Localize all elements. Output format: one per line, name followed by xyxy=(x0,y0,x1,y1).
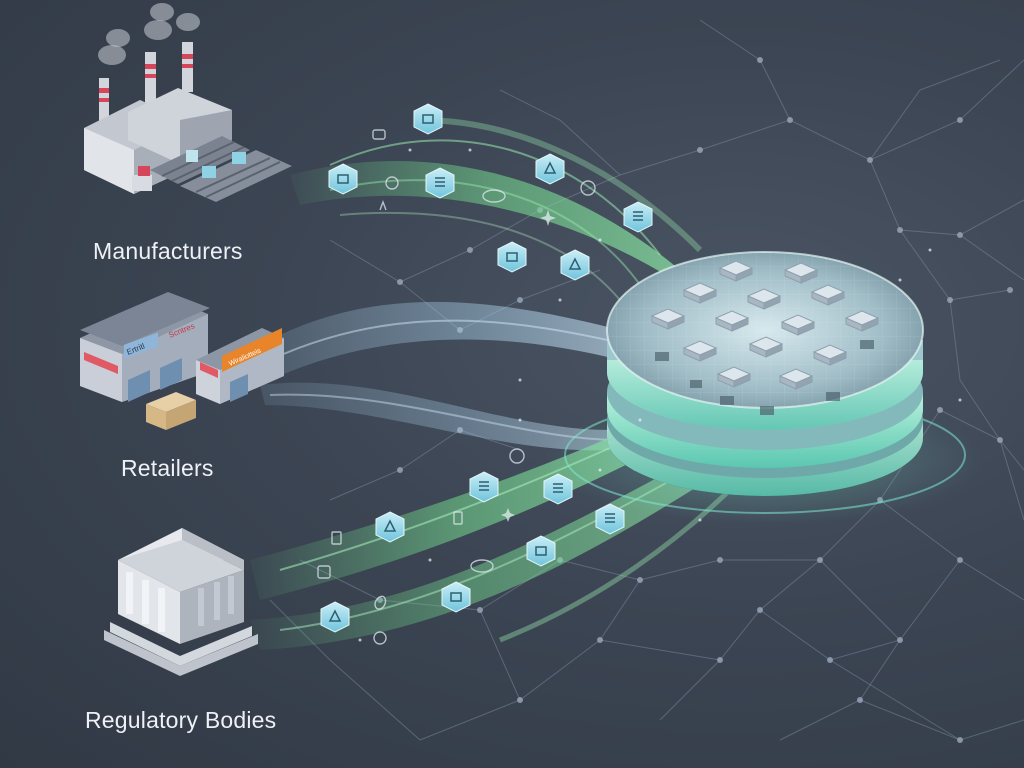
data-cube xyxy=(375,511,405,543)
data-cube xyxy=(526,535,556,567)
data-cube xyxy=(623,201,653,233)
flow-streams-retailers xyxy=(260,301,631,451)
storefront-icon: Ertritl Scntres Wiraliotteis xyxy=(80,292,284,430)
particles xyxy=(358,148,962,642)
government-building-icon xyxy=(104,528,258,676)
factory-icon xyxy=(84,3,292,202)
data-cube xyxy=(469,471,499,503)
data-cube xyxy=(425,167,455,199)
data-cube xyxy=(441,581,471,613)
data-cubes xyxy=(320,103,653,633)
data-cube xyxy=(497,241,527,273)
data-cube xyxy=(543,473,573,505)
data-cube xyxy=(413,103,443,135)
data-cube xyxy=(320,601,350,633)
regulatory-bodies-label: Regulatory Bodies xyxy=(85,707,277,733)
manufacturers-label: Manufacturers xyxy=(93,238,243,264)
data-cube xyxy=(560,249,590,281)
hub-data-tiles xyxy=(650,260,880,415)
flow-glyphs xyxy=(317,129,596,645)
data-cube xyxy=(595,503,625,535)
data-cube xyxy=(328,163,358,195)
retailers-label: Retailers xyxy=(121,455,214,481)
data-cube xyxy=(535,153,565,185)
